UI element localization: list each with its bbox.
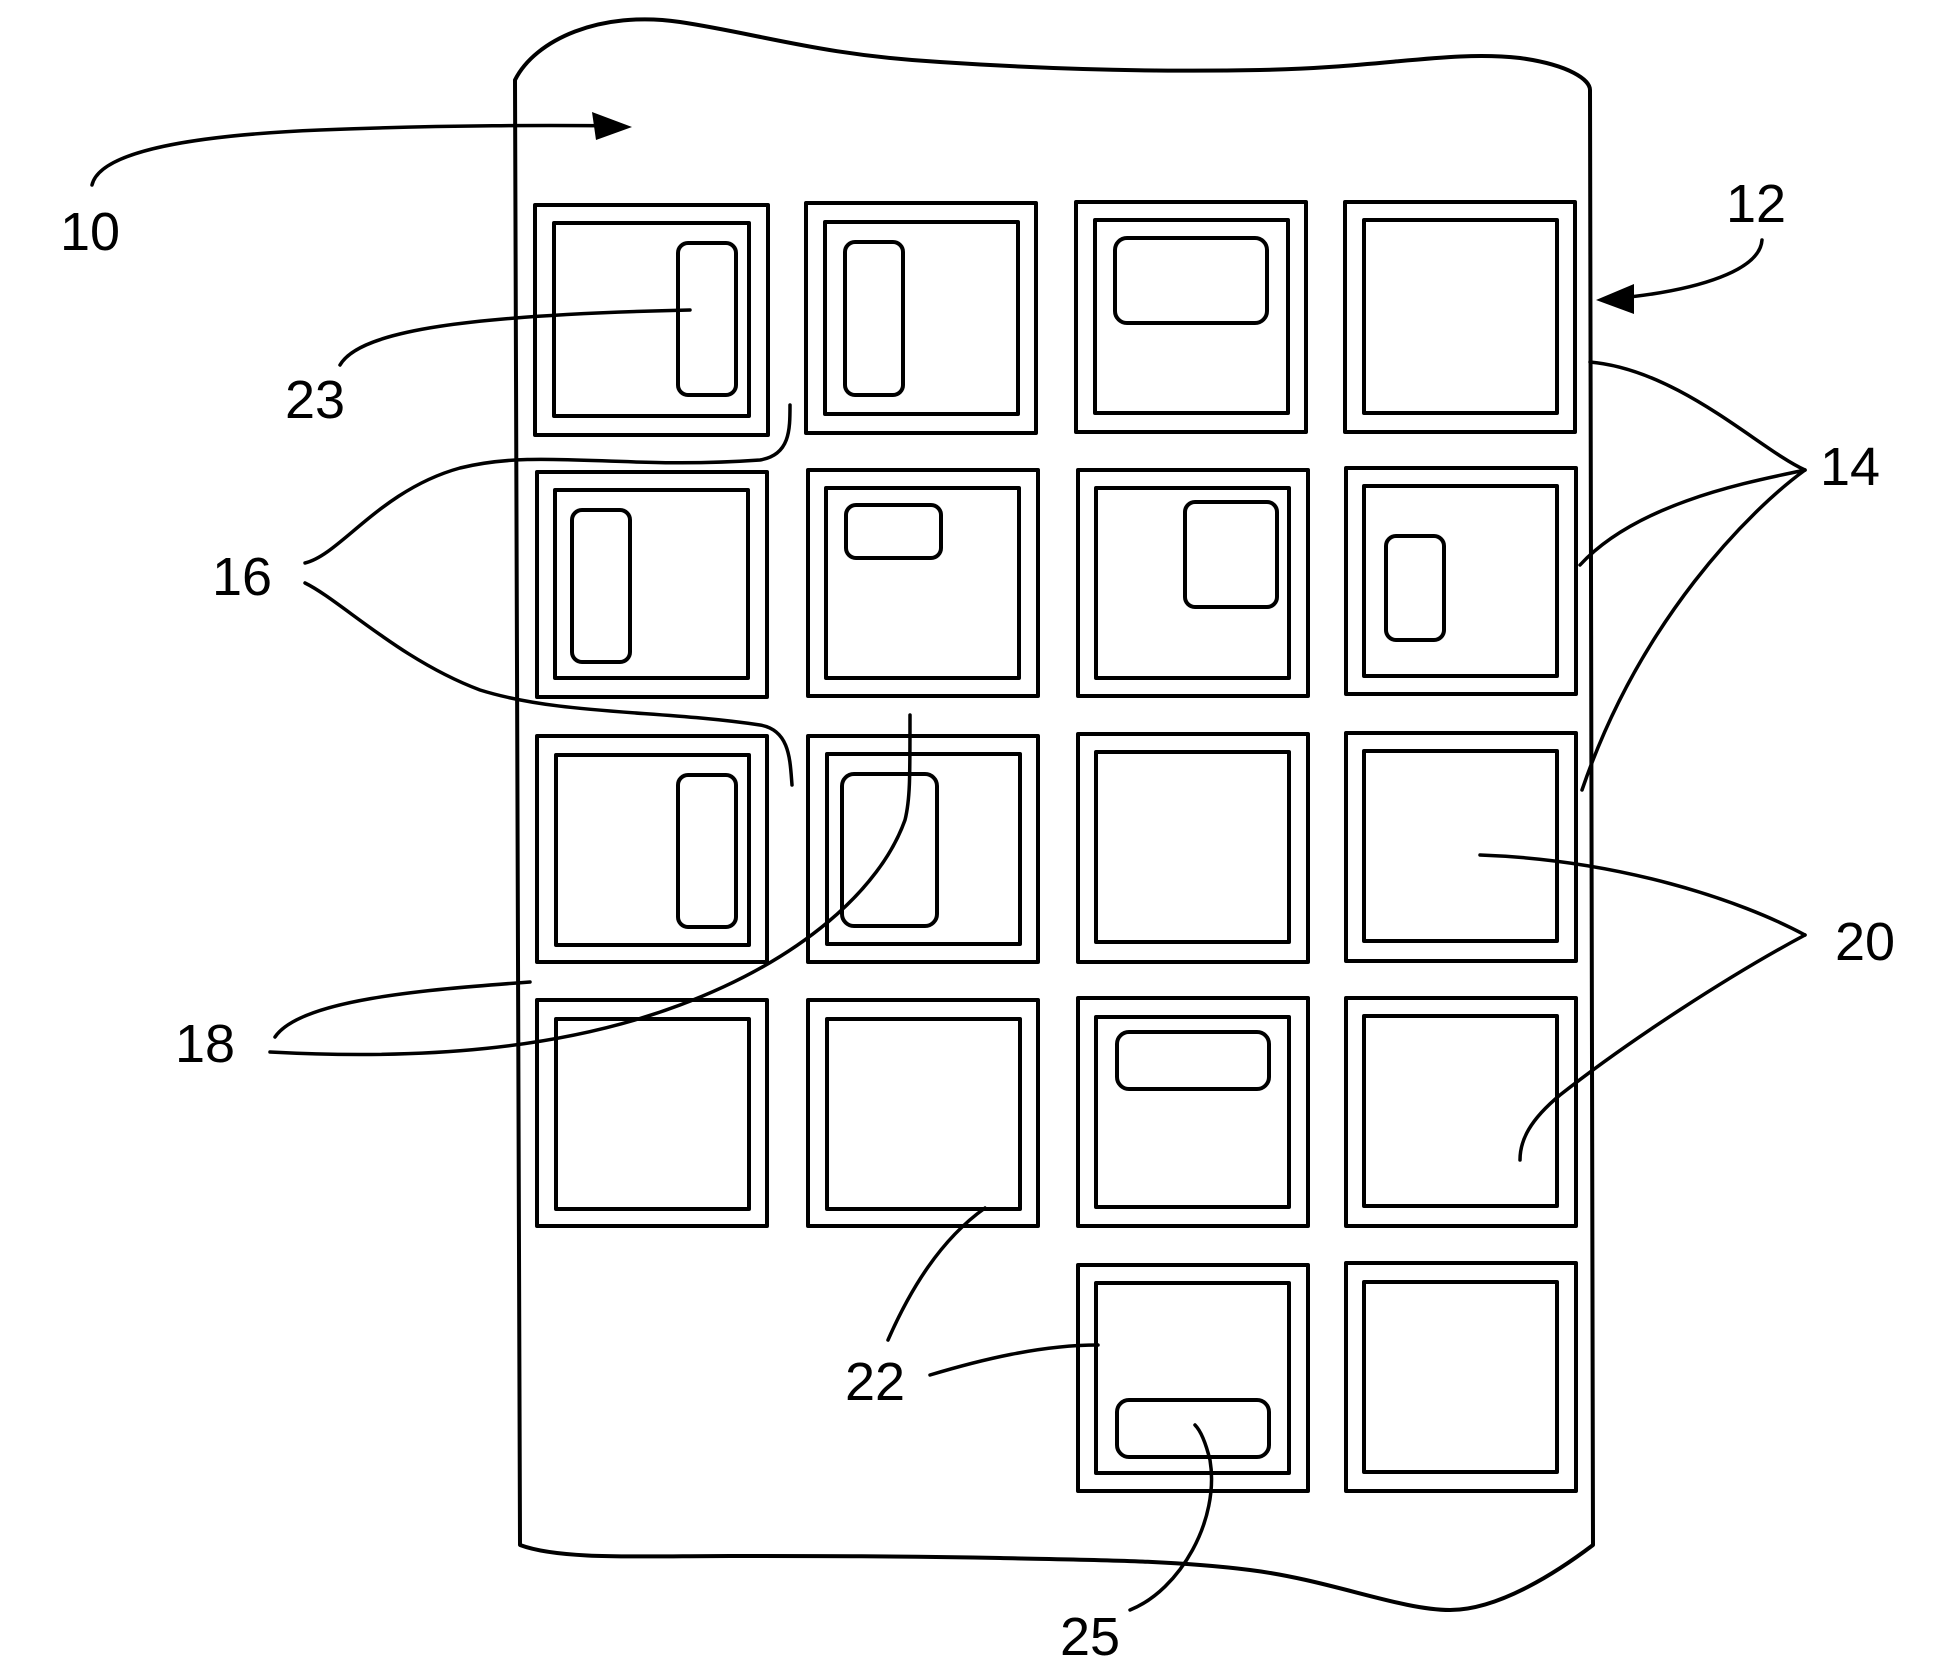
component-pad <box>1115 238 1267 323</box>
leader-18 <box>275 982 530 1037</box>
chip-site <box>1076 202 1306 432</box>
leader-lines <box>92 112 1805 1610</box>
chip-site <box>1078 1265 1308 1491</box>
component-pad <box>572 510 630 662</box>
ref-label-14: 14 <box>1820 437 1880 497</box>
component-pad <box>1386 536 1444 640</box>
chip-site <box>537 472 767 697</box>
chip-site <box>1078 998 1308 1226</box>
chip-site <box>808 470 1038 696</box>
ref-label-16: 16 <box>212 547 272 607</box>
leader-14 <box>1582 470 1805 790</box>
ref-label-10: 10 <box>60 202 120 262</box>
chip-site <box>806 203 1036 433</box>
chip-site <box>537 736 767 962</box>
component-pad <box>845 242 903 395</box>
chip-site <box>808 736 1038 962</box>
chip-site <box>1345 202 1575 432</box>
component-pad <box>846 505 941 558</box>
chip-site <box>1078 470 1308 696</box>
ref-label-18: 18 <box>175 1014 235 1074</box>
component-pad <box>678 775 736 927</box>
leader-20 <box>1480 855 1805 935</box>
leader-12 <box>1620 240 1762 298</box>
ref-label-25: 25 <box>1060 1607 1120 1667</box>
leader-10 <box>92 125 620 185</box>
ref-label-20: 20 <box>1835 912 1895 972</box>
chip-site <box>1346 468 1576 694</box>
leader-16 <box>305 405 790 563</box>
reference-labels: 10 12 14 16 18 20 22 23 25 <box>60 174 1895 1667</box>
leader-18 <box>270 715 910 1055</box>
component-pad <box>678 243 736 395</box>
leader-25 <box>1130 1425 1212 1610</box>
leader-14 <box>1590 362 1805 470</box>
component-pad <box>1117 1032 1269 1089</box>
chip-site <box>535 205 768 435</box>
arrowhead-10 <box>592 112 632 140</box>
leader-20 <box>1520 935 1805 1160</box>
ref-label-12: 12 <box>1726 174 1786 234</box>
leader-22 <box>930 1345 1098 1375</box>
leader-14 <box>1580 470 1805 565</box>
chip-site <box>1346 733 1576 961</box>
chip-grid <box>535 202 1576 1491</box>
chip-site <box>1078 734 1308 962</box>
arrowhead-12 <box>1596 284 1634 314</box>
ref-label-23: 23 <box>285 370 345 430</box>
ref-label-22: 22 <box>845 1352 905 1412</box>
chip-site <box>1346 1263 1576 1491</box>
component-pad <box>1117 1400 1269 1457</box>
chip-site <box>808 1000 1038 1226</box>
component-pad <box>1185 502 1277 607</box>
